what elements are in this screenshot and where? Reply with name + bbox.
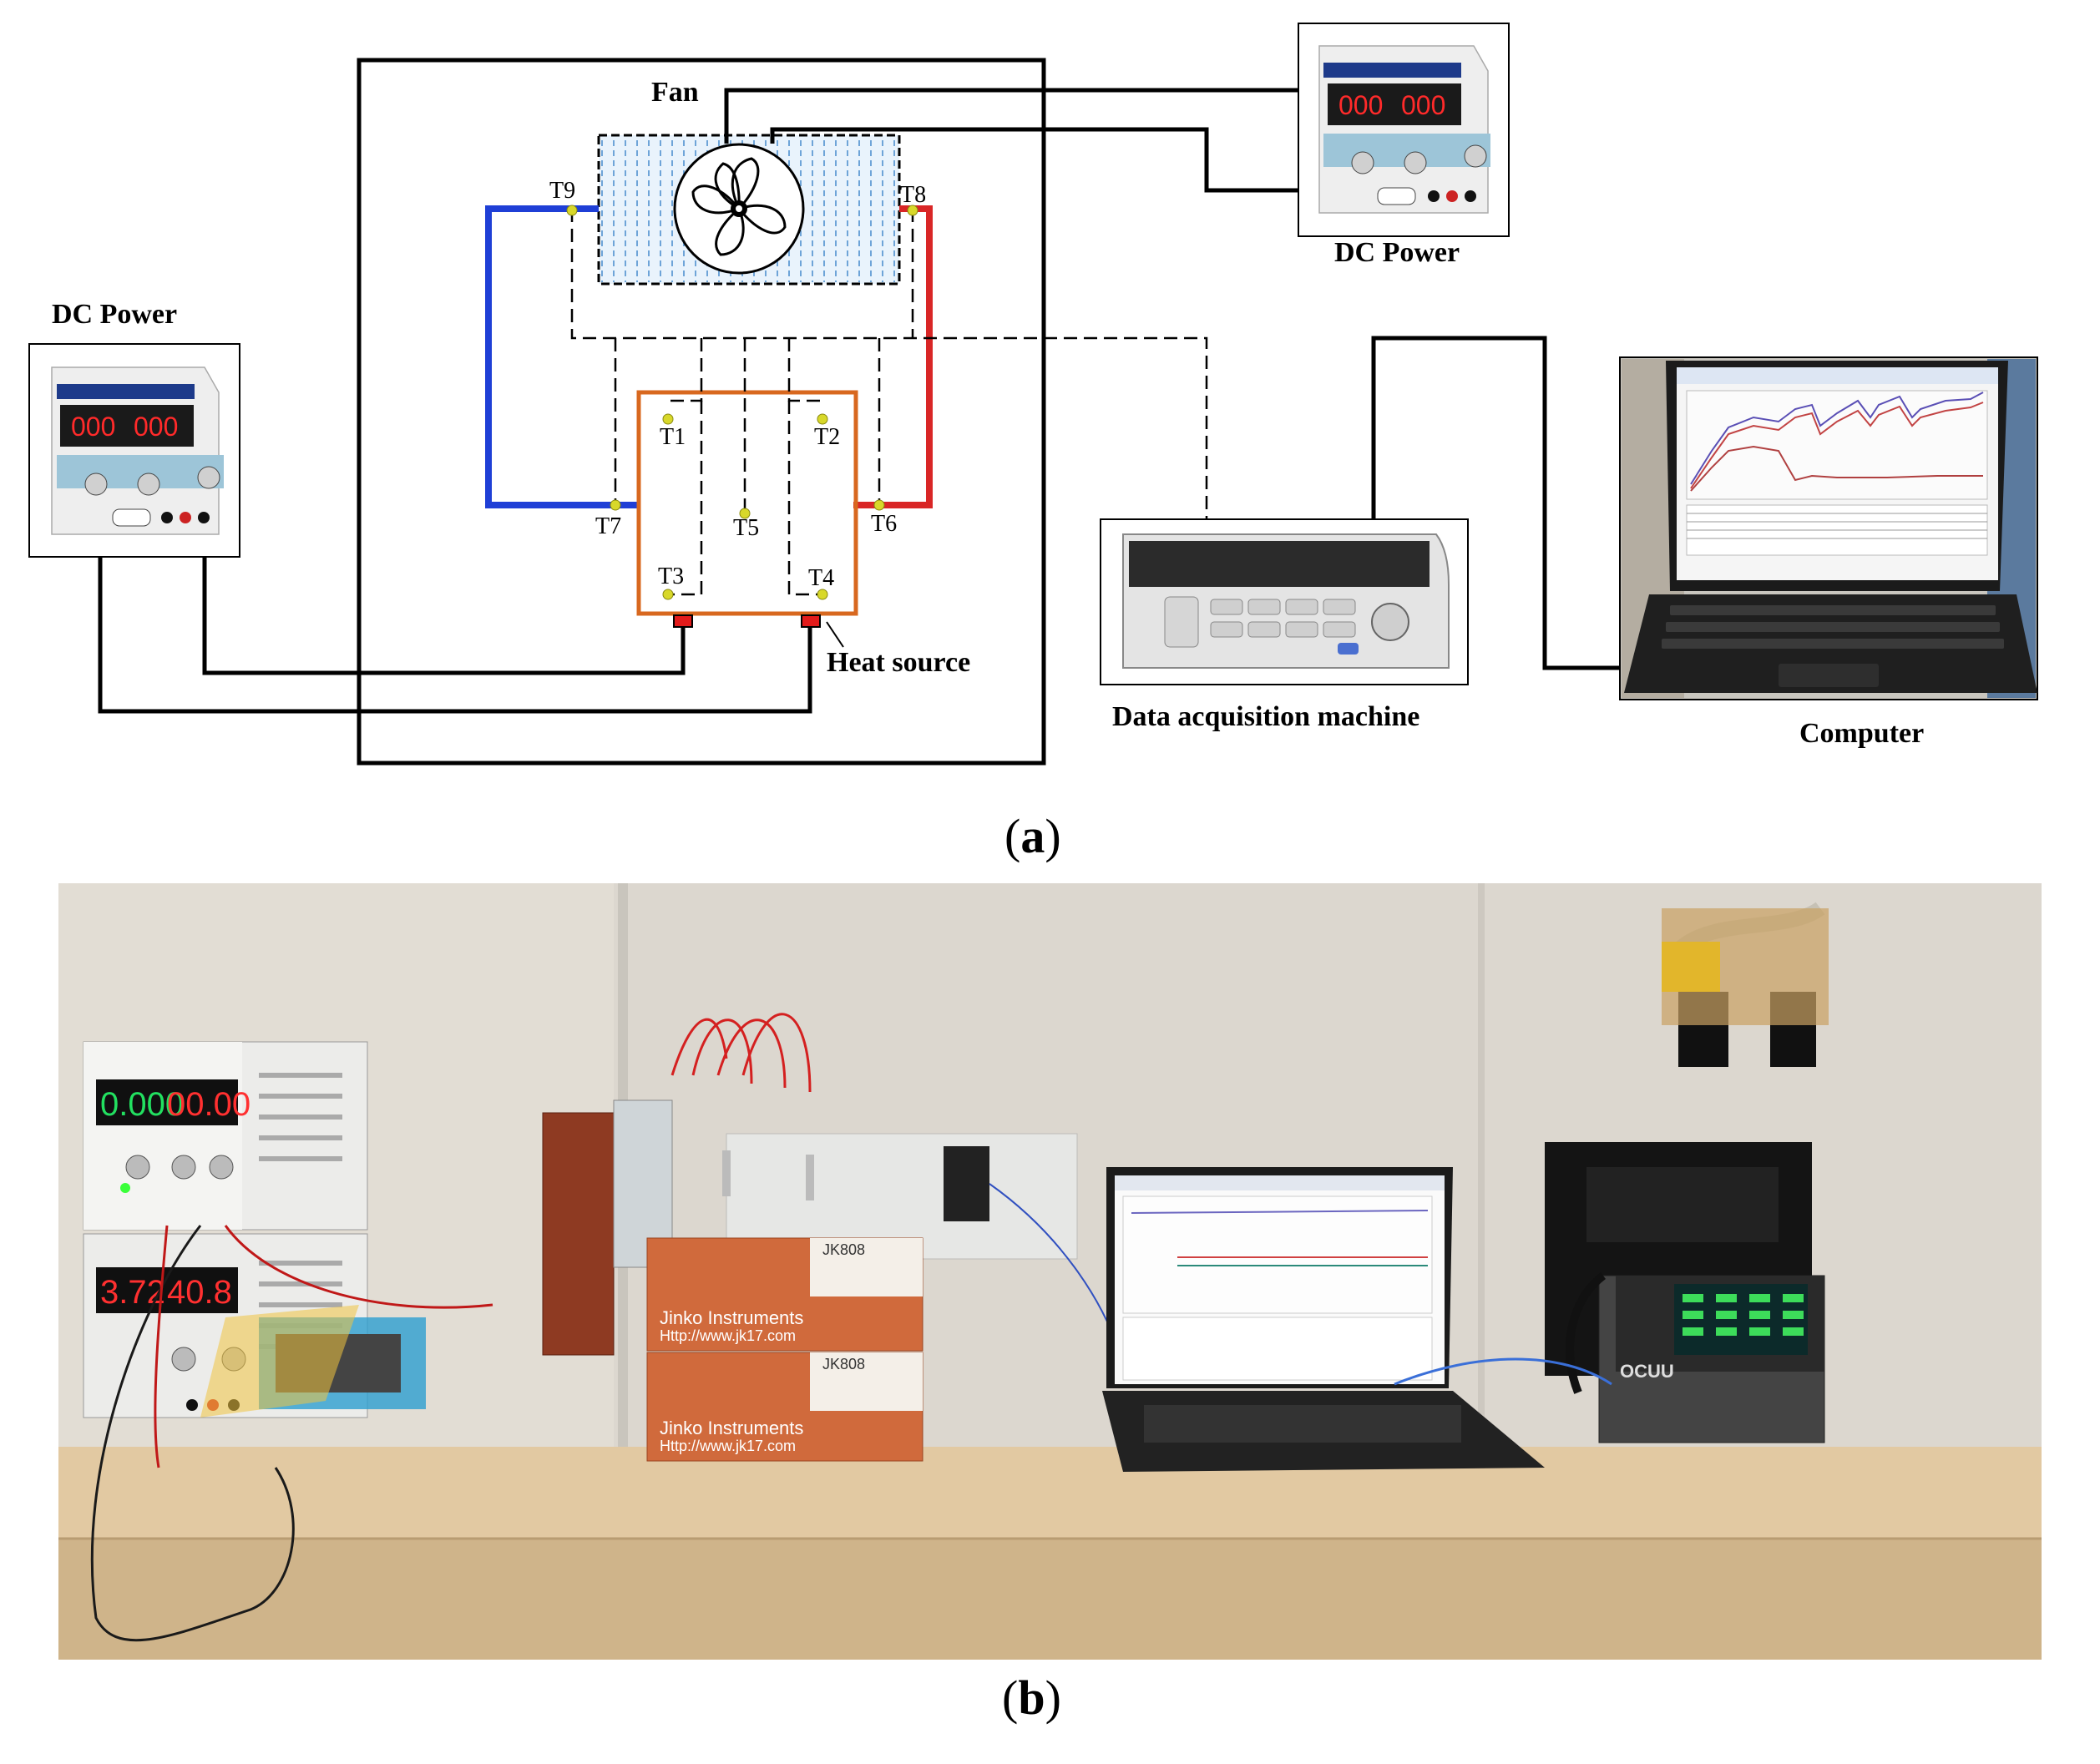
- photo-test-rig: [200, 1013, 1078, 1418]
- thermocouple-label-t5: T5: [733, 515, 760, 541]
- thermocouple-label-t4: T4: [808, 565, 835, 591]
- computer-label: Computer: [1799, 718, 1925, 749]
- heat-source-pad-2: [801, 614, 821, 628]
- photo-box2-url: Http://www.jk17.com: [660, 1438, 796, 1454]
- photo-logger-brand: OCUU: [1620, 1361, 1674, 1382]
- photo-psu-top-voltage: 00.00: [167, 1086, 250, 1123]
- fan-power-wire-1: [724, 88, 1298, 144]
- daq-computer-wire: [1371, 336, 1620, 670]
- photo-psu-top-current: 0.000: [100, 1086, 184, 1123]
- photo-boxes: Jinko Instruments Http://www.jk17.com JK…: [646, 1237, 923, 1462]
- fan-power-wire-2: [770, 127, 1298, 193]
- dc-power-left-label: DC Power: [52, 299, 178, 330]
- cold-pipe: [485, 205, 639, 508]
- heat-source-pad-1: [673, 614, 693, 628]
- psu-right-voltage: 000: [1401, 90, 1445, 120]
- fan-label: Fan: [651, 77, 699, 108]
- psu-left-voltage: 000: [134, 412, 178, 442]
- dc-power-right-image: 000 000: [1298, 23, 1510, 237]
- heat-source-label: Heat source: [827, 647, 971, 678]
- lab-setup-photo: 0.000 00.00 3.72 40.8: [58, 883, 2042, 1660]
- thermocouple-label-t9: T9: [549, 178, 576, 204]
- daq-label: Data acquisition machine: [1112, 701, 1420, 732]
- psu-right-current: 000: [1338, 90, 1383, 120]
- dc-power-left-image: 000 000: [28, 343, 240, 558]
- photo-box2-model: JK808: [822, 1356, 865, 1372]
- photo-psu-bottom-voltage: 40.8: [167, 1274, 232, 1311]
- thermocouple-label-t7: T7: [595, 513, 622, 539]
- psu-left-current: 000: [71, 412, 115, 442]
- evaporator-chamber: [636, 390, 858, 616]
- dc-power-right-label: DC Power: [1334, 237, 1460, 268]
- computer-image: [1619, 356, 2038, 700]
- panel-a-caption: (a): [1004, 809, 1061, 863]
- photo-psu-bottom-current: 3.72: [100, 1274, 165, 1311]
- photo-laptop: [1102, 1167, 1545, 1472]
- photo-data-logger: OCUU: [1394, 902, 1829, 1443]
- enclosure-frame: [357, 58, 1046, 766]
- thermocouple-label-t2: T2: [814, 424, 841, 450]
- daq-machine-image: [1100, 518, 1469, 685]
- thermocouple-label-t1: T1: [660, 424, 686, 450]
- photo-box2-brand: Jinko Instruments: [660, 1418, 803, 1438]
- thermocouple-label-t6: T6: [871, 511, 898, 537]
- photo-box1-url: Http://www.jk17.com: [660, 1327, 796, 1344]
- photo-box1-model: JK808: [822, 1241, 865, 1258]
- schematic-diagram: 000 000 000 000: [28, 23, 2038, 766]
- photo-box1-brand: Jinko Instruments: [660, 1307, 803, 1328]
- thermocouple-label-t8: T8: [900, 182, 927, 208]
- panel-b-caption: (b): [1002, 1670, 1061, 1725]
- fan-graphic: [673, 143, 805, 275]
- heater-wire-2: [98, 558, 812, 714]
- heater-wire-1: [202, 558, 686, 675]
- thermocouple-label-t3: T3: [658, 564, 685, 589]
